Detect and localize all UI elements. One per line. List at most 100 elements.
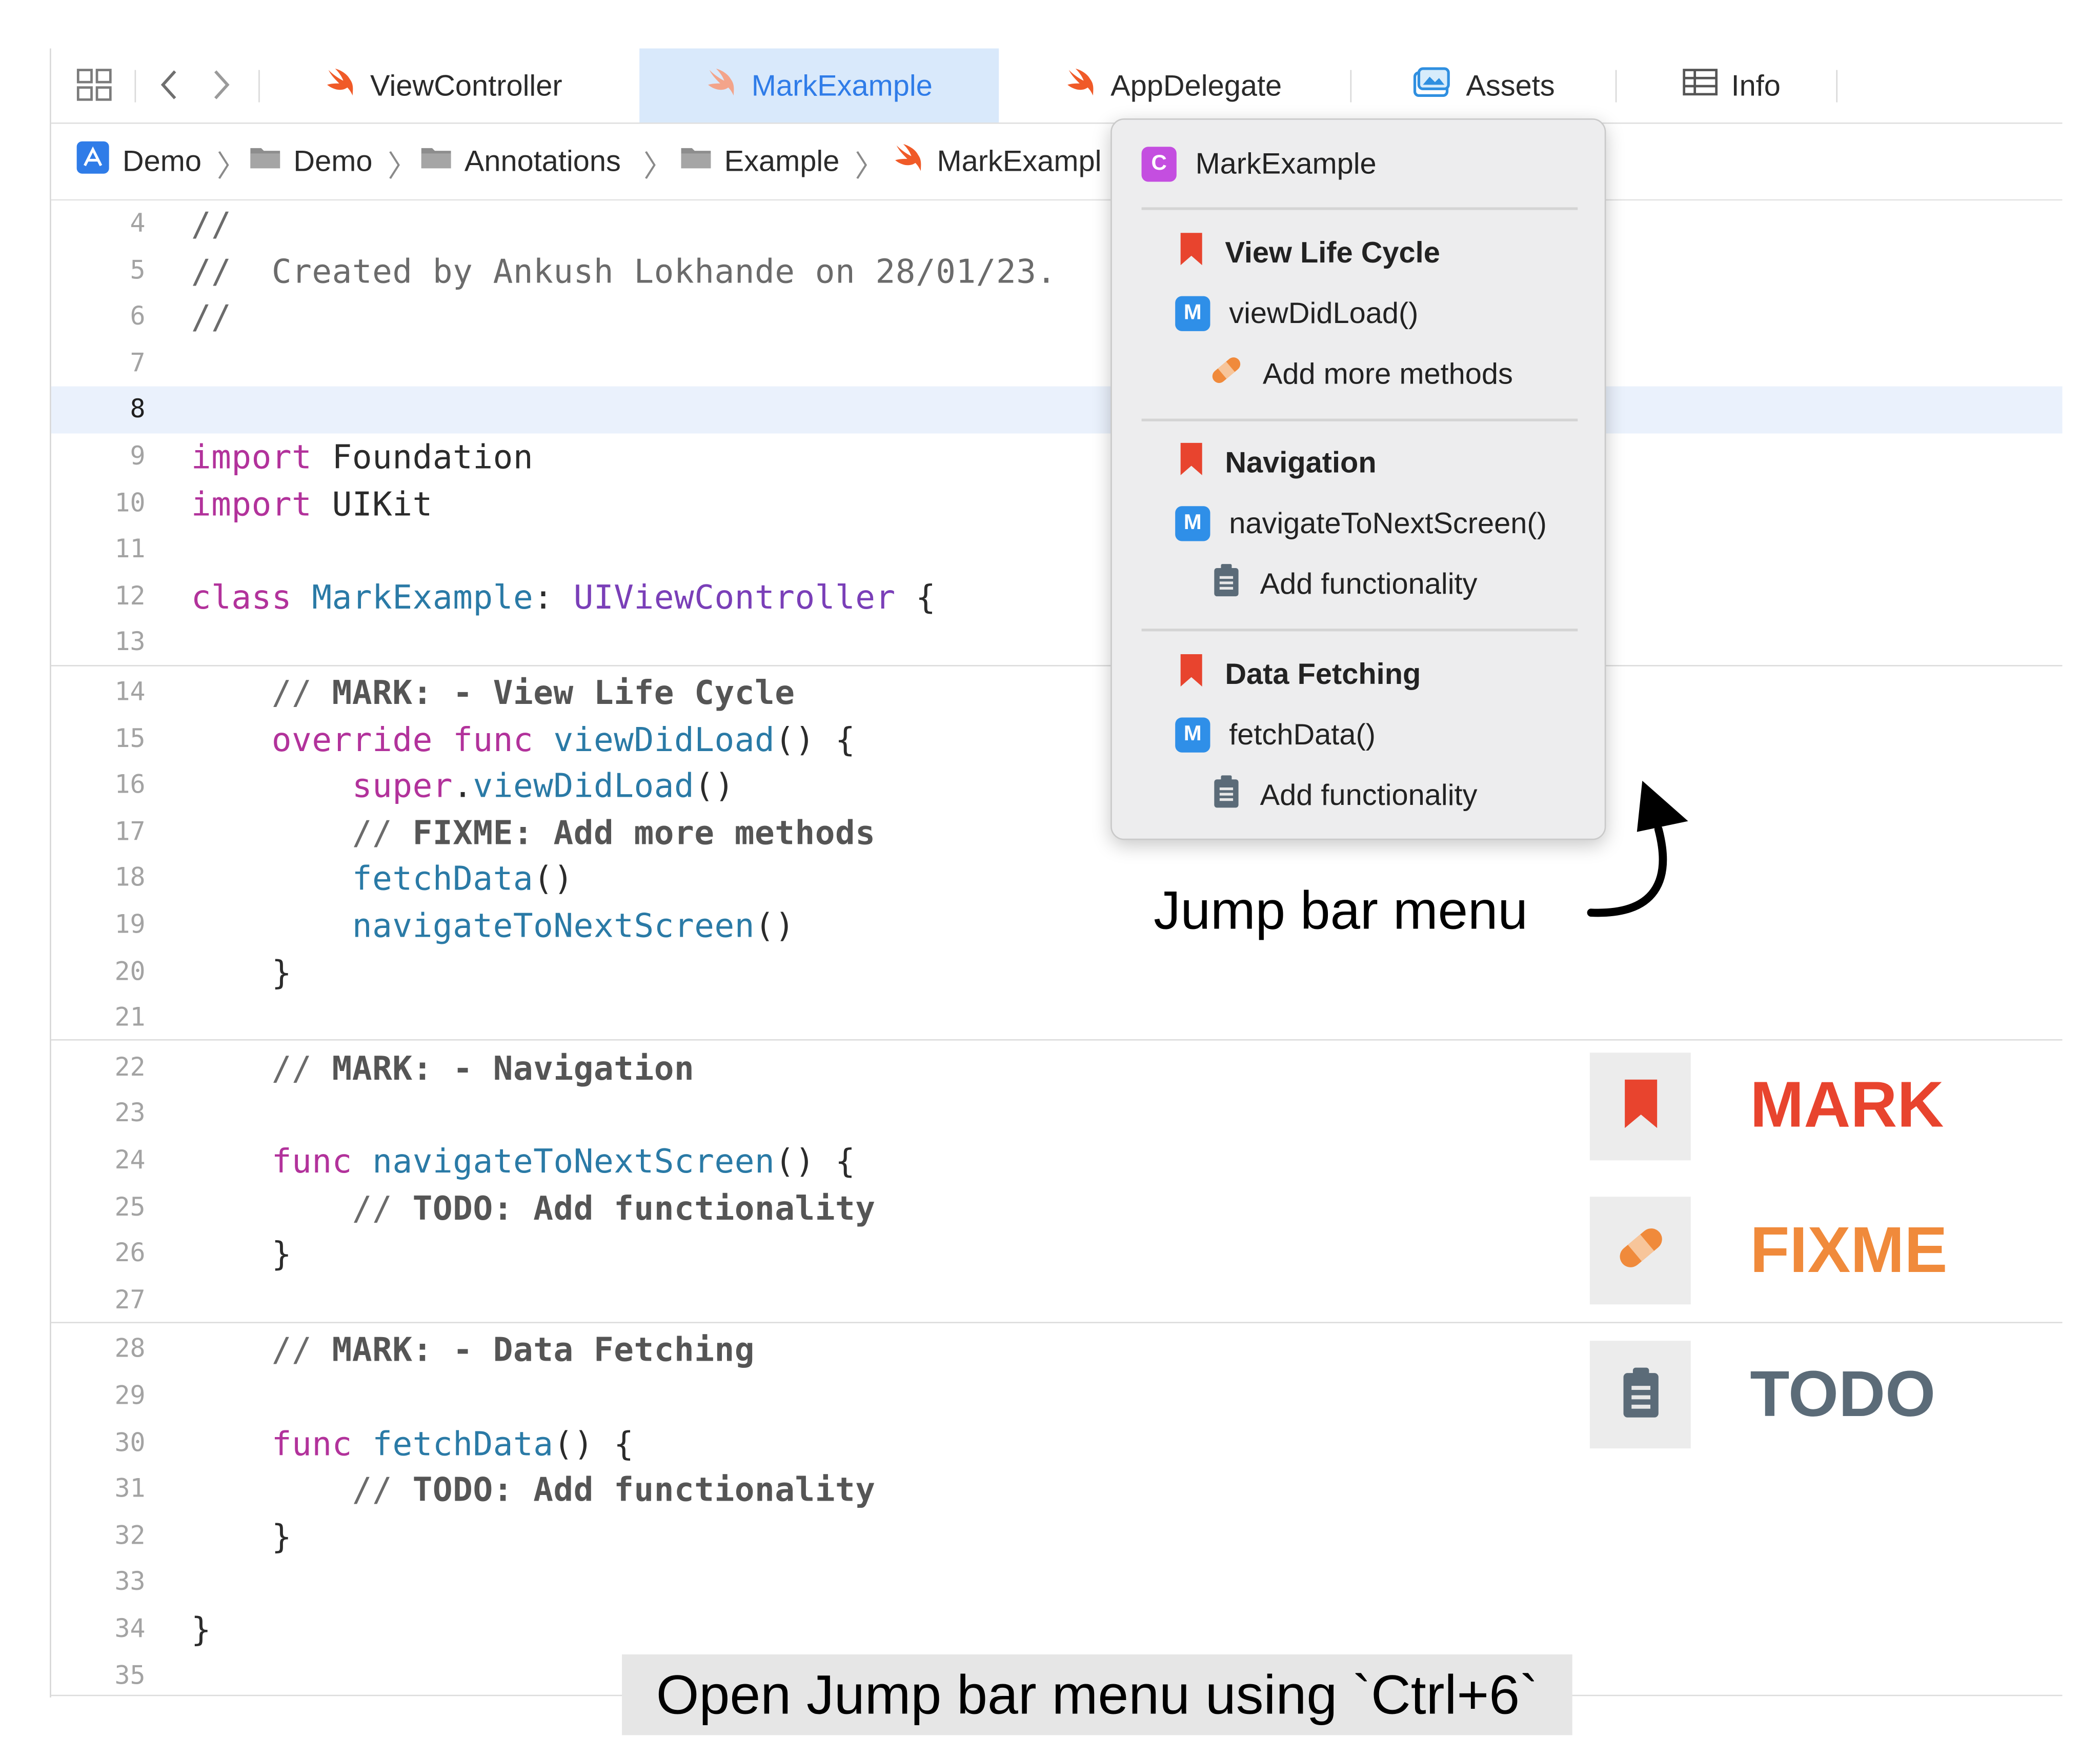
code-line[interactable]: 15 override func viewDidLoad() {	[51, 716, 2063, 762]
tab-separator	[134, 70, 136, 103]
back-icon[interactable]	[159, 67, 180, 102]
bookmark-icon	[1620, 1076, 1661, 1137]
line-number: 9	[130, 441, 146, 471]
code-line[interactable]: 17 // FIXME: Add more methods	[51, 809, 2063, 855]
line-number: 13	[114, 628, 146, 658]
menu-item-todo[interactable]: Add functionality	[1211, 561, 1477, 607]
code-line[interactable]: 28 // MARK: - Data Fetching	[51, 1326, 2063, 1373]
menu-item-mark-view-life-cycle[interactable]: View Life Cycle	[1177, 230, 1440, 276]
breadcrumb-file[interactable]: MarkExampl	[893, 143, 1102, 180]
tab-markexample[interactable]: MarkExample	[639, 48, 999, 123]
code-line[interactable]: 35	[51, 1652, 2063, 1699]
menu-separator	[1141, 207, 1578, 210]
line-number: 15	[114, 723, 146, 754]
menu-item-method-navigatetonextscreen[interactable]: M navigateToNextScreen()	[1175, 501, 1547, 547]
bookmark-icon	[1177, 440, 1206, 486]
code-line[interactable]: 22 // MARK: - Navigation	[51, 1044, 2063, 1091]
menu-item-label: viewDidLoad()	[1229, 296, 1419, 330]
swift-icon	[325, 67, 357, 105]
code-line[interactable]: 20 }	[51, 948, 2063, 995]
asset-catalog-icon	[1412, 65, 1452, 106]
grid-icon[interactable]	[75, 67, 113, 102]
menu-item-label: View Life Cycle	[1225, 235, 1440, 270]
bookmark-icon	[1177, 652, 1206, 697]
code-line[interactable]: 26 }	[51, 1230, 2063, 1277]
menu-item-class[interactable]: C MarkExample	[1141, 142, 1377, 187]
line-number: 6	[130, 301, 146, 332]
code-line[interactable]: 13	[51, 620, 2063, 666]
code-line[interactable]: 29	[51, 1373, 2063, 1420]
code-line[interactable]: 31 // TODO: Add functionality	[51, 1466, 2063, 1513]
tab-label: Assets	[1466, 68, 1555, 102]
code-line[interactable]: 34}	[51, 1606, 2063, 1652]
clipboard-icon	[1619, 1364, 1662, 1425]
code-line[interactable]: 14 // MARK: - View Life Cycle	[51, 669, 2063, 716]
code-line[interactable]: 5// Created by Ankush Lokhande on 28/01/…	[51, 247, 2063, 294]
code-line[interactable]: 24 func navigateToNextScreen() {	[51, 1138, 2063, 1184]
menu-item-method-fetchdata[interactable]: M fetchData()	[1175, 712, 1376, 758]
tab-assets[interactable]: Assets	[1412, 49, 1614, 123]
line-number: 29	[114, 1381, 146, 1411]
section-divider	[51, 1322, 2063, 1324]
tab-separator	[258, 70, 260, 103]
line-number: 30	[114, 1427, 146, 1458]
line-number: 12	[114, 581, 146, 611]
code-line[interactable]: 33	[51, 1560, 2063, 1606]
tab-info[interactable]: Info	[1683, 49, 1831, 123]
tab-separator	[1836, 70, 1838, 103]
breadcrumb-label: MarkExampl	[937, 144, 1102, 178]
swift-icon	[705, 67, 738, 105]
code-line[interactable]: 23	[51, 1091, 2063, 1138]
clipboard-icon	[1211, 774, 1241, 817]
menu-item-method-viewdidload[interactable]: M viewDidLoad()	[1175, 291, 1418, 336]
line-number: 28	[114, 1335, 146, 1364]
menu-item-label: Data Fetching	[1225, 657, 1421, 691]
forward-icon[interactable]	[210, 67, 232, 102]
menu-separator	[1141, 629, 1578, 632]
code-line[interactable]: 32 }	[51, 1513, 2063, 1560]
code-editor[interactable]: 4//5// Created by Ankush Lokhande on 28/…	[51, 200, 2063, 1697]
breadcrumb-folder[interactable]: Demo	[249, 143, 372, 180]
code-text: func fetchData() {	[271, 1423, 634, 1463]
code-line[interactable]: 4//	[51, 200, 2063, 247]
line-number: 14	[114, 677, 146, 707]
line-number: 34	[114, 1614, 146, 1644]
menu-item-todo[interactable]: Add functionality	[1211, 773, 1477, 818]
tab-appdelegate[interactable]: AppDelegate	[1065, 49, 1355, 123]
menu-item-mark-data-fetching[interactable]: Data Fetching	[1177, 652, 1421, 697]
code-line[interactable]: 16 super.viewDidLoad()	[51, 762, 2063, 809]
breadcrumb-folder[interactable]: Annotations	[420, 143, 621, 180]
code-line[interactable]: 8	[51, 387, 2063, 434]
tab-viewcontroller[interactable]: ViewController	[325, 49, 634, 123]
menu-item-fixme[interactable]: Add more methods	[1209, 351, 1513, 397]
code-text: }	[191, 1517, 292, 1556]
section-divider	[51, 1039, 2063, 1041]
code-line[interactable]: 7	[51, 340, 2063, 387]
method-badge-icon: M	[1175, 506, 1210, 541]
breadcrumb-folder[interactable]: Example	[680, 143, 839, 180]
code-text: fetchData()	[352, 859, 574, 899]
code-text: // TODO: Add functionality	[352, 1188, 876, 1227]
code-line[interactable]: 30 func fetchData() {	[51, 1420, 2063, 1466]
code-line[interactable]: 21	[51, 995, 2063, 1042]
line-number: 24	[114, 1145, 146, 1176]
breadcrumb-project[interactable]: Demo	[75, 141, 201, 180]
code-text: //	[191, 205, 232, 244]
code-line[interactable]: 18 fetchData()	[51, 855, 2063, 902]
code-line[interactable]: 27	[51, 1277, 2063, 1324]
code-line[interactable]: 11	[51, 527, 2063, 573]
code-text: func navigateToNextScreen() {	[271, 1141, 856, 1181]
menu-item-label: Navigation	[1225, 446, 1377, 479]
menu-item-mark-navigation[interactable]: Navigation	[1177, 440, 1377, 486]
tab-separator	[1615, 70, 1617, 103]
code-line[interactable]: 6//	[51, 294, 2063, 340]
bandage-icon	[1209, 353, 1244, 396]
code-line[interactable]: 25 // TODO: Add functionality	[51, 1184, 2063, 1230]
class-badge-icon: C	[1141, 147, 1177, 182]
legend-fixme-swatch	[1589, 1197, 1691, 1305]
line-number: 5	[130, 255, 146, 285]
code-line[interactable]: 19 navigateToNextScreen()	[51, 902, 2063, 948]
